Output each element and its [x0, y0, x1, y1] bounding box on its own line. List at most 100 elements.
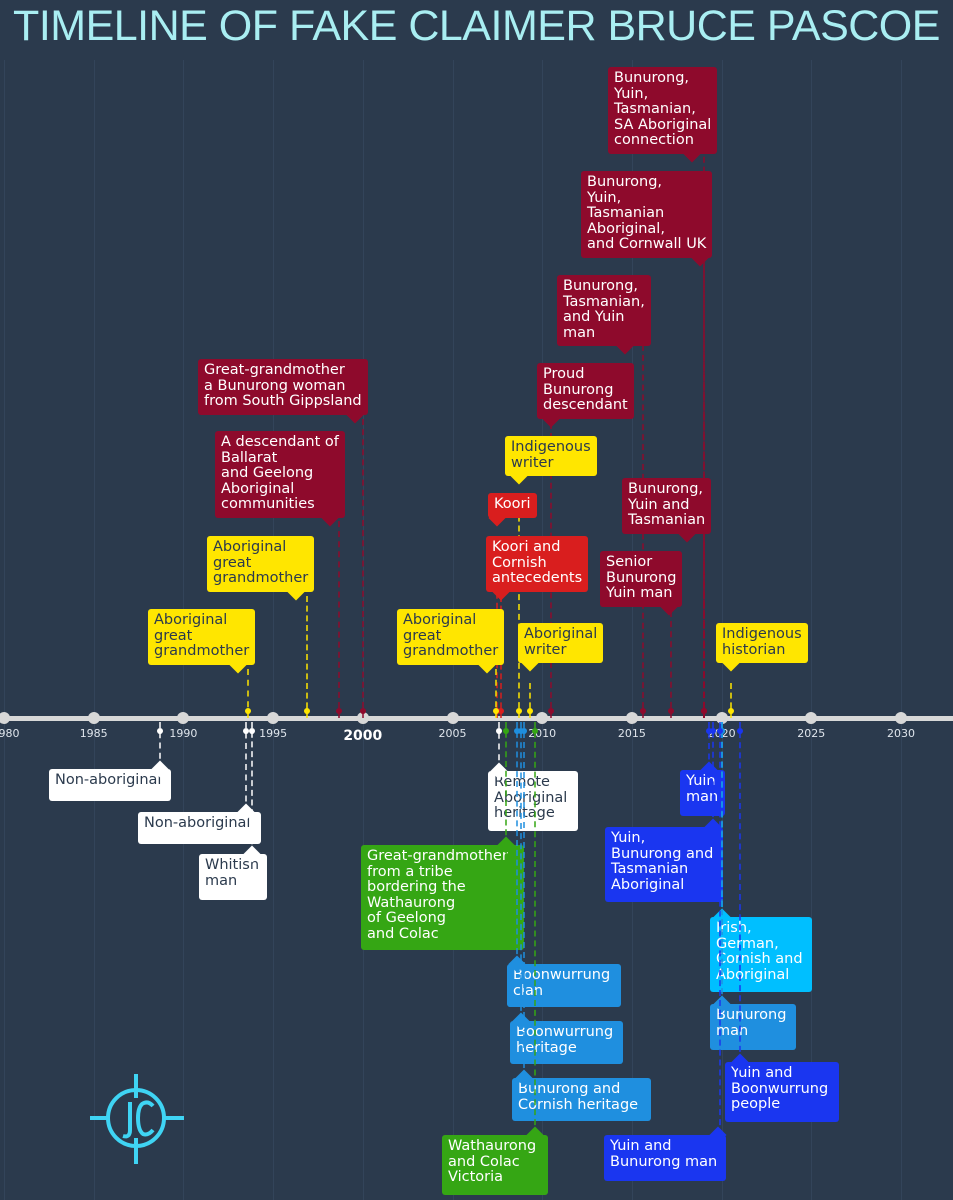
tick-label: 1995 [259, 727, 288, 740]
page-title: TIMELINE OF FAKE CLAIMER BRUCE PASCOE [13, 2, 940, 50]
event-label: Yuin man [680, 761, 725, 816]
event-dot [514, 728, 521, 734]
tick-dot [895, 712, 907, 724]
event-label: Irish, German, Cornish and Aboriginal [710, 908, 812, 992]
event-label: Yuin and Bunurong man [604, 1126, 727, 1181]
event-label: Bunurong, Yuin and Tasmanian [622, 478, 712, 542]
event-text: Proud Bunurong descendant [543, 366, 628, 413]
event-label: Indigenous writer [505, 436, 597, 485]
tick-label: 1985 [79, 727, 108, 740]
event-label: Senior Bunurong Yuin man [600, 551, 683, 615]
event-dot [496, 728, 503, 734]
tick-label: 2030 [887, 727, 915, 740]
event-label: Aboriginal great grandmother [207, 536, 315, 600]
event-stem [245, 722, 248, 812]
event-stem [702, 538, 705, 718]
event-stem [494, 669, 497, 718]
event-stem [738, 722, 741, 1062]
event-dot [492, 708, 499, 714]
event-dot [532, 728, 539, 734]
event-text: Yuin, Bunurong and Tasmanian Aboriginal [611, 830, 714, 893]
tick-dot [0, 712, 10, 724]
event-text: Aboriginal great grandmother [403, 612, 499, 659]
tick-dot [446, 712, 459, 724]
tick-label: 980 [0, 727, 20, 740]
event-stem [528, 683, 531, 718]
tick-dot [87, 712, 100, 724]
event-text: Non-aboriginal [144, 815, 251, 831]
event-text: Bunurong, Yuin and Tasmanian [628, 481, 706, 528]
tick-label: 2005 [438, 727, 467, 740]
event-stem [498, 722, 501, 771]
event-label: Aboriginal great grandmother [148, 609, 256, 673]
event-dot [157, 728, 164, 734]
tick-dot [356, 712, 369, 724]
event-dot [359, 708, 366, 714]
tick-dot [536, 712, 549, 724]
event-text: Bunurong, Tasmanian, and Yuin man [563, 278, 645, 341]
event-dot [517, 728, 524, 734]
event-stem [720, 722, 723, 1004]
event-dot [304, 708, 311, 714]
event-dot [243, 728, 250, 734]
event-label: Boonwurrung heritage [510, 1012, 623, 1064]
gridline [811, 60, 813, 1200]
event-stem [246, 669, 249, 718]
event-stem [361, 419, 364, 718]
tick-label: 2025 [797, 727, 826, 740]
event-dot [706, 728, 713, 734]
event-label: Indigenous historian [716, 623, 808, 672]
event-dot [668, 708, 675, 714]
event-text: Yuin and Bunurong man [610, 1138, 718, 1170]
event-stem [519, 722, 522, 1021]
tick-label: 1990 [169, 727, 198, 740]
event-label: Koori [488, 493, 537, 526]
event-text: Senior Bunurong Yuin man [606, 554, 677, 601]
event-dot [521, 728, 528, 734]
event-stem [516, 722, 519, 964]
event-text: Irish, German, Cornish and Aboriginal [716, 920, 803, 983]
event-label: Great-grandmother a Bunurong woman from … [198, 359, 368, 423]
event-label: Bunurong, Tasmanian, and Yuin man [557, 275, 651, 355]
event-text: Wathaurong and Colac Victoria [448, 1138, 537, 1185]
event-stem [718, 722, 721, 1135]
gridline [901, 60, 902, 1200]
event-text: Non-aboriginal [55, 772, 162, 788]
event-stem [250, 722, 253, 854]
event-text: Indigenous writer [511, 439, 591, 471]
event-text: Aboriginal writer [524, 626, 598, 658]
tick-label: 2000 [343, 728, 383, 744]
event-dot [700, 708, 707, 714]
gridline [93, 60, 95, 1200]
event-dot [515, 708, 522, 714]
event-label: Non-aboriginal [49, 760, 171, 801]
tick-dot [805, 712, 818, 724]
event-dot [497, 708, 504, 714]
event-stem [306, 596, 309, 718]
event-label: Non-aboriginal [138, 803, 261, 844]
event-text: Yuin and Boonwurrung people [731, 1065, 829, 1112]
event-text: Bunurong, Yuin, Tasmanian Aboriginal, an… [587, 174, 707, 252]
event-text: A descendant of Ballarat and Geelong Abo… [221, 434, 339, 512]
event-dot [248, 728, 255, 734]
gridline [273, 60, 275, 1200]
event-pointer [321, 509, 339, 526]
event-stem [159, 722, 162, 769]
event-stem [523, 722, 526, 1078]
event-stem [517, 496, 520, 718]
event-label: Remote Aboriginal heritage [488, 762, 578, 831]
event-text: Bunurong man [716, 1007, 787, 1039]
event-text: Bunurong, Yuin, Tasmanian, SA Aboriginal… [614, 70, 712, 148]
event-dot [548, 708, 555, 714]
event-text: Great-grandmother a Bunurong woman from … [204, 362, 362, 409]
event-stem [534, 722, 537, 1135]
event-text: Boonwurrung clan [513, 967, 611, 999]
event-text: Koori [494, 496, 531, 512]
event-dot [716, 728, 723, 734]
event-label: Koori and Cornish antecedents [486, 536, 589, 600]
event-dot [639, 708, 646, 714]
event-stem [708, 722, 711, 770]
jc-logo-icon [90, 1074, 184, 1164]
event-label: Proud Bunurong descendant [537, 363, 634, 427]
